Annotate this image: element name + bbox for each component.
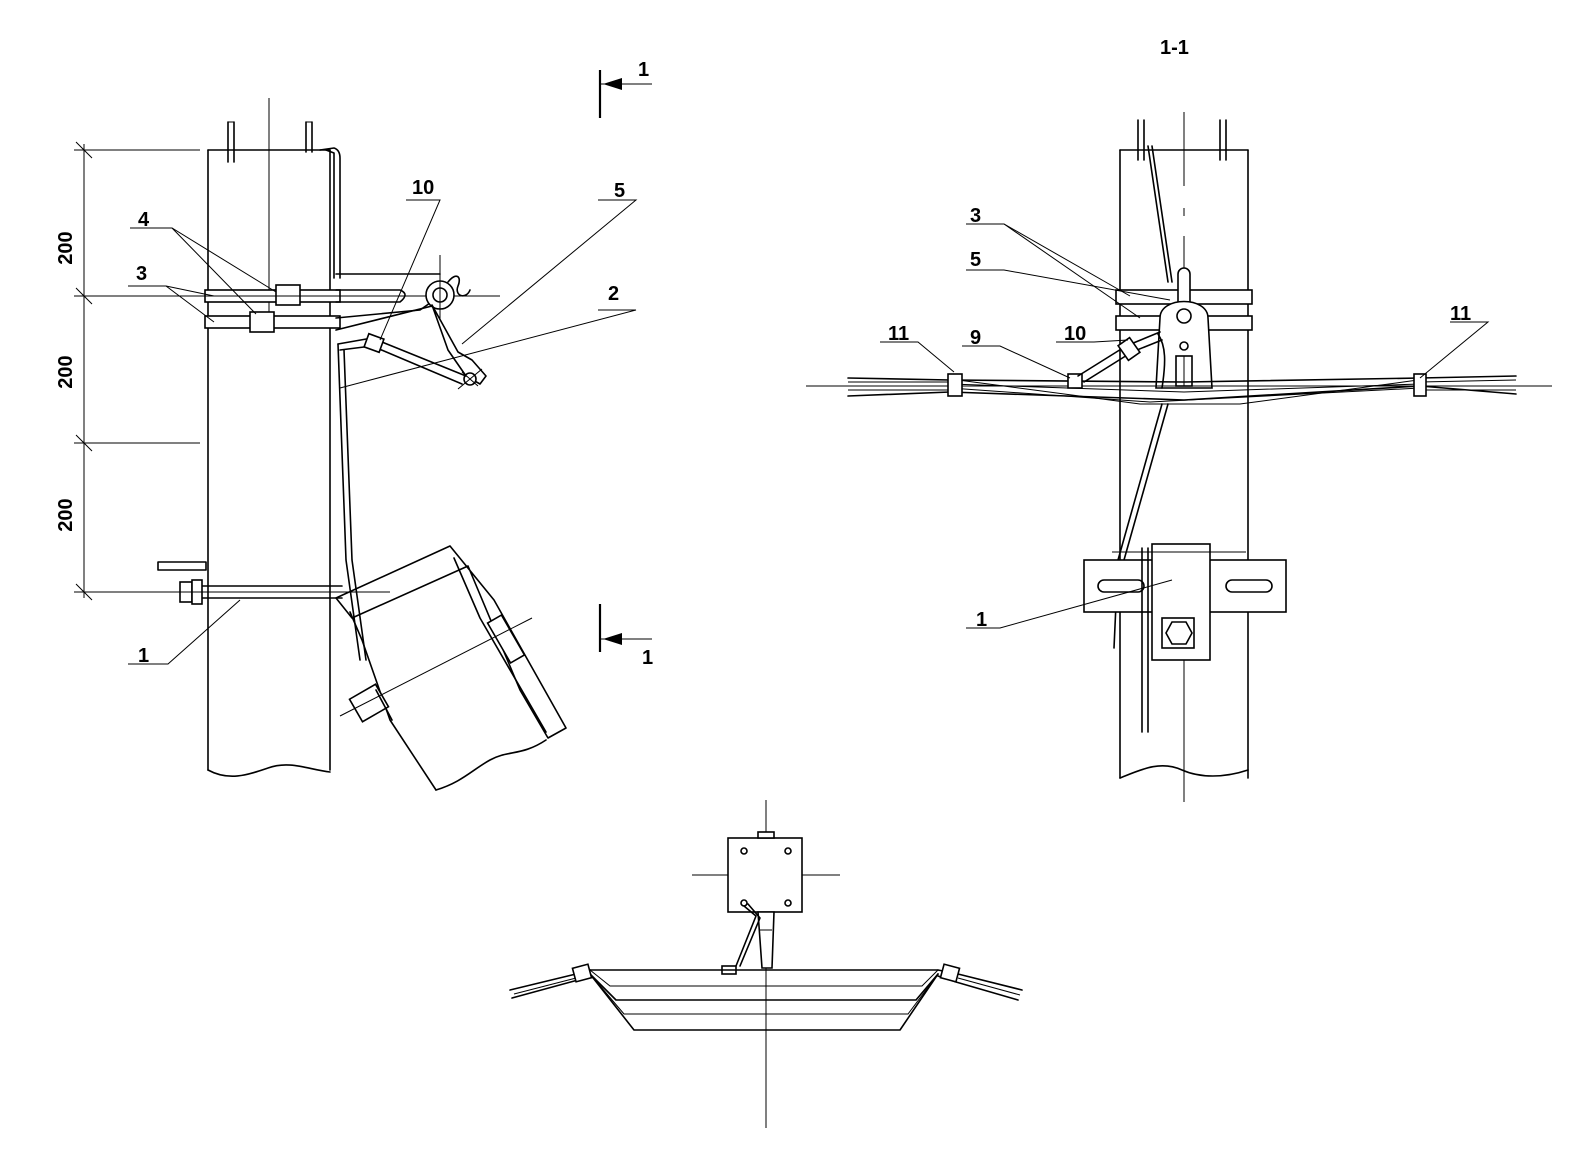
section-mark-bottom [598,604,652,652]
section-callout-3: 3 [970,205,981,227]
section-mark-bottom-label: 1 [642,647,653,669]
section-callout-9: 9 [970,327,981,349]
cable-bundle [806,373,1552,405]
section-title: 1-1 [1160,37,1189,59]
dimension-200-top: 200 [55,231,77,264]
suspension-clamp-front [1155,267,1213,389]
side-view-leaders [128,199,638,665]
section-mark-top [598,70,652,118]
section-mark-top-label: 1 [638,59,649,81]
dimension-200-bottom: 200 [55,498,77,531]
callout-3: 3 [136,263,147,285]
section-callout-10: 10 [1064,323,1086,345]
side-view: 200 200 200 1 1 4 3 10 5 [55,59,653,791]
pole [207,98,341,777]
callout-2: 2 [608,283,619,305]
section-callout-11-left: 11 [888,323,909,345]
callout-5: 5 [614,180,625,202]
callout-1: 1 [138,645,149,667]
lead-wire [337,332,467,661]
callout-4: 4 [138,209,150,231]
mounting-plate [1083,543,1287,733]
section-callout-11-right: 11 [1450,303,1471,325]
plan-view [509,800,1023,1128]
section-callout-5: 5 [970,249,981,271]
suspension-clamp [425,255,487,390]
section-callout-1: 1 [976,609,987,631]
mounting-bolt [74,561,390,605]
dimension-200-middle: 200 [55,355,77,388]
callout-10: 10 [412,177,434,199]
terminal-box [335,545,567,791]
dimension-chain [74,141,200,601]
section-view: 3 5 11 9 10 11 1 [806,112,1552,802]
section-view-leaders [880,223,1490,629]
